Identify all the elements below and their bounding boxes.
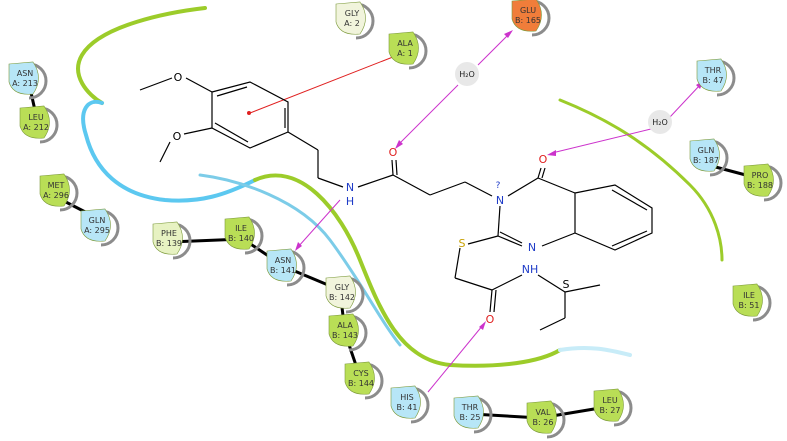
residue-chain: A: 295 xyxy=(84,226,110,235)
residue-chain: B: 140 xyxy=(228,234,254,243)
water-1: H₂O xyxy=(455,62,479,86)
residue-name: ALA xyxy=(397,39,413,48)
residue-name: GLN xyxy=(698,146,715,155)
residue-name: ASN xyxy=(275,256,292,265)
atom-n-amide: N xyxy=(346,181,354,194)
residue-chain: B: 143 xyxy=(332,331,358,340)
residue-name: ILE xyxy=(743,291,755,300)
residue-chain: B: 25 xyxy=(460,413,481,422)
residue-name: THR xyxy=(704,66,722,75)
residue-chain: B: 141 xyxy=(270,266,296,275)
residue-chain: A: 2 xyxy=(344,19,360,28)
residue-name: LEU xyxy=(602,396,618,405)
residue-name: GLY xyxy=(335,283,350,292)
residue-name: LEU xyxy=(28,113,44,122)
residue-chain: B: 27 xyxy=(600,406,621,415)
atom-o-methoxy1: O xyxy=(174,71,183,84)
residue-chain: B: 41 xyxy=(397,403,418,412)
ligand-bonds xyxy=(139,77,653,331)
residue-name: CYS xyxy=(353,369,368,378)
atom-s-thioether: S xyxy=(459,237,466,250)
atom-nh-amide2: NH xyxy=(522,263,539,276)
residue-chain: B: 165 xyxy=(515,16,541,25)
residue-chain: A: 296 xyxy=(43,191,69,200)
residue-name: ILE xyxy=(235,224,247,233)
atom-o-amide2: O xyxy=(486,313,495,326)
stereo-s-label: S xyxy=(563,278,570,291)
residue-name: VAL xyxy=(536,408,551,417)
svg-text:H₂O: H₂O xyxy=(459,70,475,79)
atom-o-carbonyl: O xyxy=(389,146,398,159)
pocket-outline xyxy=(76,6,724,368)
residue-name: PRO xyxy=(752,171,769,180)
residue-chain: A: 212 xyxy=(23,123,49,132)
atom-n-quinazoline: N xyxy=(528,241,536,254)
residue-chain: A: 213 xyxy=(12,79,38,88)
residue-name: ALA xyxy=(337,321,353,330)
residue-chain: B: 139 xyxy=(156,239,182,248)
residue-chain: B: 47 xyxy=(703,76,724,85)
residue-chain: B: 51 xyxy=(739,301,760,310)
residue-name: ASN xyxy=(17,69,34,78)
residue-name: MET xyxy=(48,181,65,190)
pi-interaction-line xyxy=(249,54,399,114)
residue-chain: B: 142 xyxy=(329,293,355,302)
atom-n-ring: N xyxy=(496,194,504,207)
residue-chain: B: 26 xyxy=(533,418,554,427)
atom-o-quinazolinone: O xyxy=(539,153,548,166)
atom-o-methoxy2: O xyxy=(173,130,182,143)
residue-name: GLY xyxy=(345,9,360,18)
atom-h-amide: H xyxy=(346,195,354,208)
ligand-atoms: O O N H O N ? O N S NH O S xyxy=(173,71,570,326)
residue-chain: B: 188 xyxy=(747,181,773,190)
residue-name: GLN xyxy=(89,216,106,225)
residue-chain: B: 144 xyxy=(348,379,374,388)
residue-name: THR xyxy=(461,403,479,412)
residue-name: PHE xyxy=(161,229,177,238)
residue-name: GLU xyxy=(520,6,536,15)
residue-chain: B: 187 xyxy=(693,156,719,165)
water-2: H₂O xyxy=(648,110,672,134)
stereo-unknown-marker: ? xyxy=(496,181,501,191)
residue-chain: A: 1 xyxy=(397,49,413,58)
svg-text:H₂O: H₂O xyxy=(652,118,668,127)
ring-centroid xyxy=(247,111,251,115)
residue-links xyxy=(28,87,758,420)
residue-name: HIS xyxy=(400,393,413,402)
